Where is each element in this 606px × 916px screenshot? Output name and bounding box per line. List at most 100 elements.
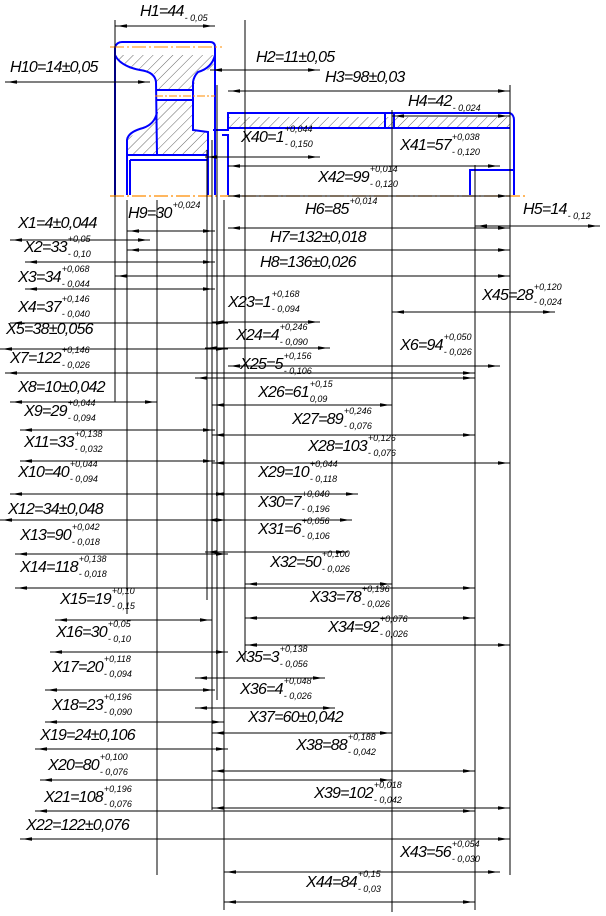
upper-deviation: +0,188 — [347, 732, 376, 742]
tolerance: +0,138- 0,032 — [75, 429, 103, 454]
lower-deviation: - 0,120 — [369, 179, 398, 189]
lower-deviation: - 0,094 — [271, 304, 300, 314]
arrowhead-icon — [214, 492, 224, 496]
dimension-value: X39=102 — [314, 785, 374, 802]
arrowhead-icon — [394, 310, 404, 314]
arrowhead-icon — [138, 238, 148, 242]
tolerance: +0,050- 0,026 — [444, 332, 472, 357]
arrowhead-icon — [216, 747, 226, 751]
upper-deviation: +0,168 — [271, 289, 300, 299]
arrowhead-icon — [214, 403, 224, 407]
arrowhead-icon — [47, 688, 57, 692]
arrowhead-icon — [7, 80, 17, 84]
arrowhead-icon — [247, 582, 257, 586]
upper-deviation: +0,044 — [284, 124, 313, 134]
tolerance: +0,118- 0,094 — [104, 654, 132, 679]
tolerance: +0,048- 0,026 — [283, 676, 312, 701]
dimension-label-x3: X3=34+0,068- 0,044 — [18, 264, 90, 289]
lower-deviation: - 0,026 — [283, 691, 312, 701]
dimension-label-x40: X40=1+0,044- 0,150 — [241, 124, 313, 149]
dimension-label-x11: X11=33+0,138- 0,032 — [24, 429, 103, 454]
arrowhead-icon — [488, 870, 498, 874]
arrowhead-icon — [463, 433, 473, 437]
dimension-value: X31=6 — [258, 521, 302, 538]
arrowhead-icon — [498, 461, 508, 465]
arrowhead-icon — [463, 376, 473, 380]
dimension-value: X1=4±0,044 — [18, 215, 97, 232]
dimension-value: H5=14 — [523, 201, 567, 218]
dimension-value: X35=3 — [236, 649, 280, 666]
dimension-label-h9: H9=30+0,024 — [128, 200, 200, 225]
arrowhead-icon — [197, 376, 207, 380]
tolerance: +0,068- 0,044 — [62, 264, 90, 289]
arrowhead-icon — [346, 492, 356, 496]
dimension-label-h4: H4=42- 0,024 — [408, 92, 481, 113]
tolerance: +0,038- 0,120 — [452, 132, 480, 157]
dimension-value: X32=50 — [270, 554, 322, 571]
upper-deviation: +0,15 — [309, 379, 333, 389]
upper-deviation: +0,044 — [69, 459, 98, 469]
arrowhead-icon — [200, 618, 210, 622]
dimension-value: X13=90 — [20, 527, 72, 544]
part-outline — [192, 54, 216, 195]
upper-deviation: +0,044 — [67, 398, 96, 408]
arrowhead-icon — [52, 650, 62, 654]
dimension-value: X24=4 — [236, 327, 280, 344]
arrowhead-icon — [477, 224, 487, 228]
lower-deviation: - 0,090 — [103, 707, 132, 717]
tolerance: +0,05- 0,10 — [68, 234, 91, 259]
dimension-value: X11=33 — [24, 434, 74, 451]
arrowhead-icon — [27, 287, 37, 291]
dimension-label-x7: X7=122+0,146- 0,026 — [10, 345, 90, 370]
arrowhead-icon — [308, 320, 318, 324]
dimension-label-x10: X10=40+0,044- 0,094 — [18, 459, 98, 484]
arrowhead-icon — [12, 492, 22, 496]
arrowhead-icon — [145, 400, 155, 404]
part-outline — [157, 89, 193, 101]
arrowhead-icon — [380, 582, 390, 586]
arrowhead-icon — [498, 643, 508, 647]
arrowhead-icon — [22, 428, 32, 432]
upper-deviation: +0,246 — [279, 322, 308, 332]
part-outline — [213, 112, 515, 195]
dimension-value: X12=34±0,048 — [8, 501, 104, 518]
dimension-value: X3=34 — [18, 269, 62, 286]
tolerance: +0,044 - 0,094 — [69, 459, 98, 484]
part-outline — [127, 154, 207, 195]
lower-deviation: - 0,026 — [61, 360, 90, 370]
arrowhead-icon — [463, 371, 473, 375]
arrowhead-icon — [117, 24, 127, 28]
lower-deviation: - 0,094 — [69, 474, 98, 484]
upper-deviation: +0,038 — [451, 132, 480, 142]
arrowhead-icon — [463, 900, 473, 904]
arrowhead-icon — [214, 769, 224, 773]
upper-deviation: +0,118 — [103, 654, 131, 664]
lower-deviation: - 0,024 — [452, 103, 481, 113]
dimension-label-x24: X24=4+0,246- 0,090 — [236, 322, 308, 347]
dimension-label-x42: X42=99+0,014- 0,120 — [318, 164, 398, 189]
dimension-value: X18=23 — [52, 697, 104, 714]
dimension-label-x45: X45=28+0,120- 0,024 — [482, 282, 562, 307]
arrowhead-icon — [214, 461, 224, 465]
arrowhead-icon — [380, 778, 390, 782]
lower-deviation: - 0,12 — [567, 211, 591, 221]
tolerance: - 0,05 — [185, 2, 208, 23]
dimension-label-x29: X29=10+0,044- 0,118 — [258, 459, 338, 484]
dimension-label-x13: X13=90+0,042- 0,018 — [20, 522, 100, 547]
upper-deviation: +0,014 — [369, 164, 398, 174]
arrowhead-icon — [543, 310, 553, 314]
dimension-label-x17: X17=20+0,118- 0,094 — [52, 654, 132, 679]
dimension-label-x43: X43=56+0,054- 0,030 — [400, 839, 480, 864]
arrowhead-icon — [394, 114, 404, 118]
dimension-label-x25: X25=5+0,156- 0,106 — [240, 351, 312, 376]
dimension-label-x14: X14=118+0,138- 0,018 — [20, 554, 107, 579]
arrowhead-icon — [12, 238, 22, 242]
lower-deviation: - 0,030 — [451, 854, 480, 864]
upper-deviation: +0,018 — [373, 780, 402, 790]
arrowhead-icon — [214, 433, 224, 437]
upper-deviation: +0,054 — [451, 839, 480, 849]
upper-deviation: +0,05 — [67, 234, 91, 244]
lower-deviation: - 0,018 — [71, 537, 100, 547]
arrowhead-icon — [117, 274, 127, 278]
